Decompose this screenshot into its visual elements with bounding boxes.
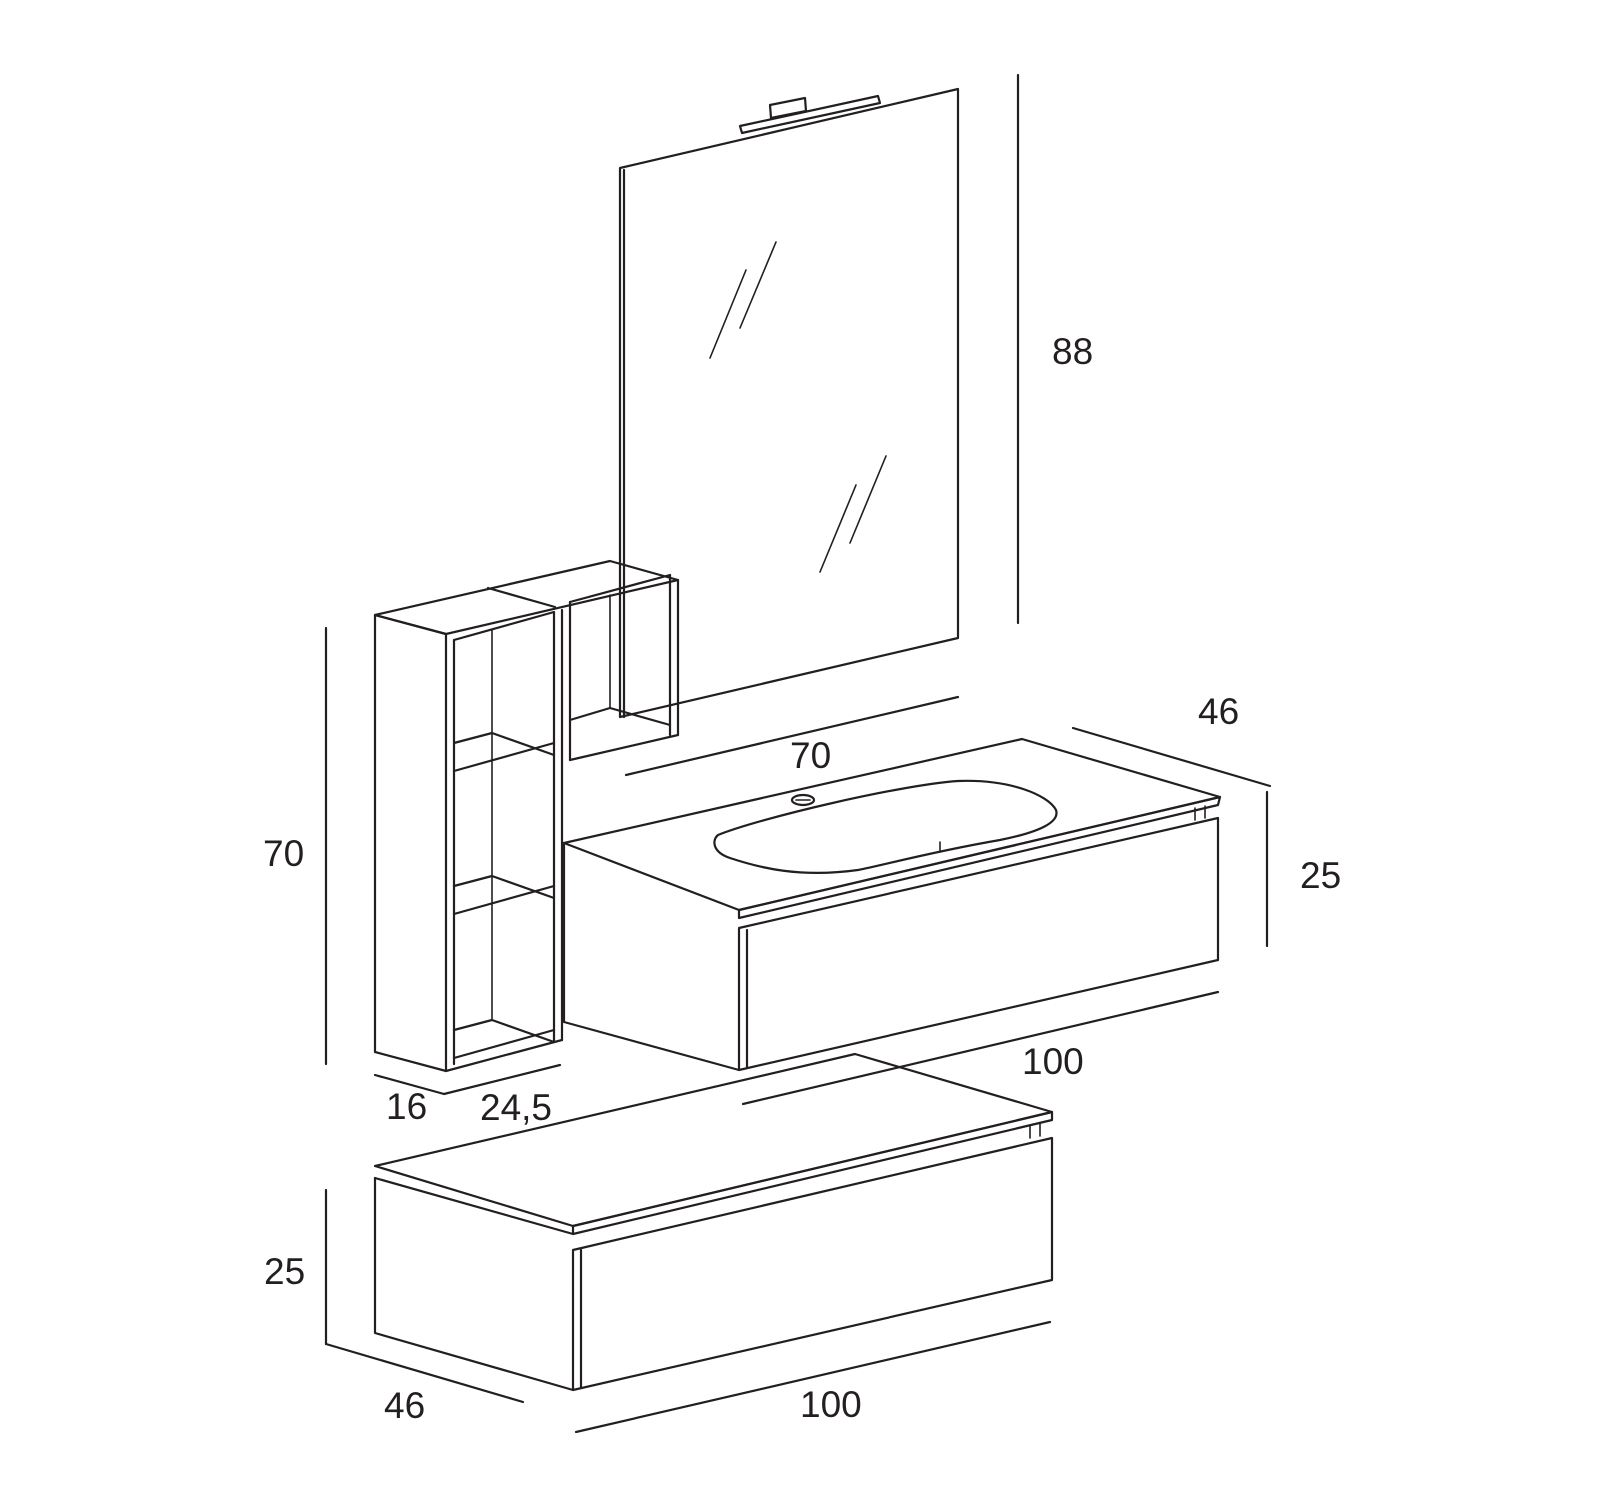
dim-line-top-cabinet-depth	[1071, 726, 1272, 788]
open-column-unit	[373, 559, 680, 1073]
label-column-depth: 16	[386, 1086, 427, 1127]
dim-line-column-width	[442, 1063, 562, 1096]
top-cabinet-with-basin	[562, 737, 1222, 1072]
label-top-cabinet-depth: 46	[1198, 691, 1239, 732]
dim-line-bottom-cabinet-depth	[324, 1342, 525, 1404]
mirror-lamp	[738, 94, 882, 135]
dim-line-column-depth	[373, 1073, 446, 1096]
label-column-height: 70	[263, 833, 304, 874]
label-top-cabinet-height: 25	[1300, 855, 1341, 896]
label-mirror-height: 88	[1052, 331, 1093, 372]
label-column-width: 24,5	[480, 1087, 552, 1128]
dim-line-bottom-cabinet-width	[574, 1320, 1052, 1434]
dim-line-mirror-width	[624, 695, 960, 777]
label-mirror-width: 70	[790, 735, 831, 776]
label-bottom-cabinet-depth: 46	[384, 1385, 425, 1426]
bottom-cabinet	[373, 1052, 1054, 1392]
label-bottom-cabinet-height: 25	[264, 1251, 305, 1292]
label-bottom-cabinet-width: 100	[800, 1384, 862, 1425]
dim-line-top-cabinet-width	[741, 990, 1220, 1106]
mirror	[618, 87, 960, 719]
label-top-cabinet-width: 100	[1022, 1041, 1084, 1082]
